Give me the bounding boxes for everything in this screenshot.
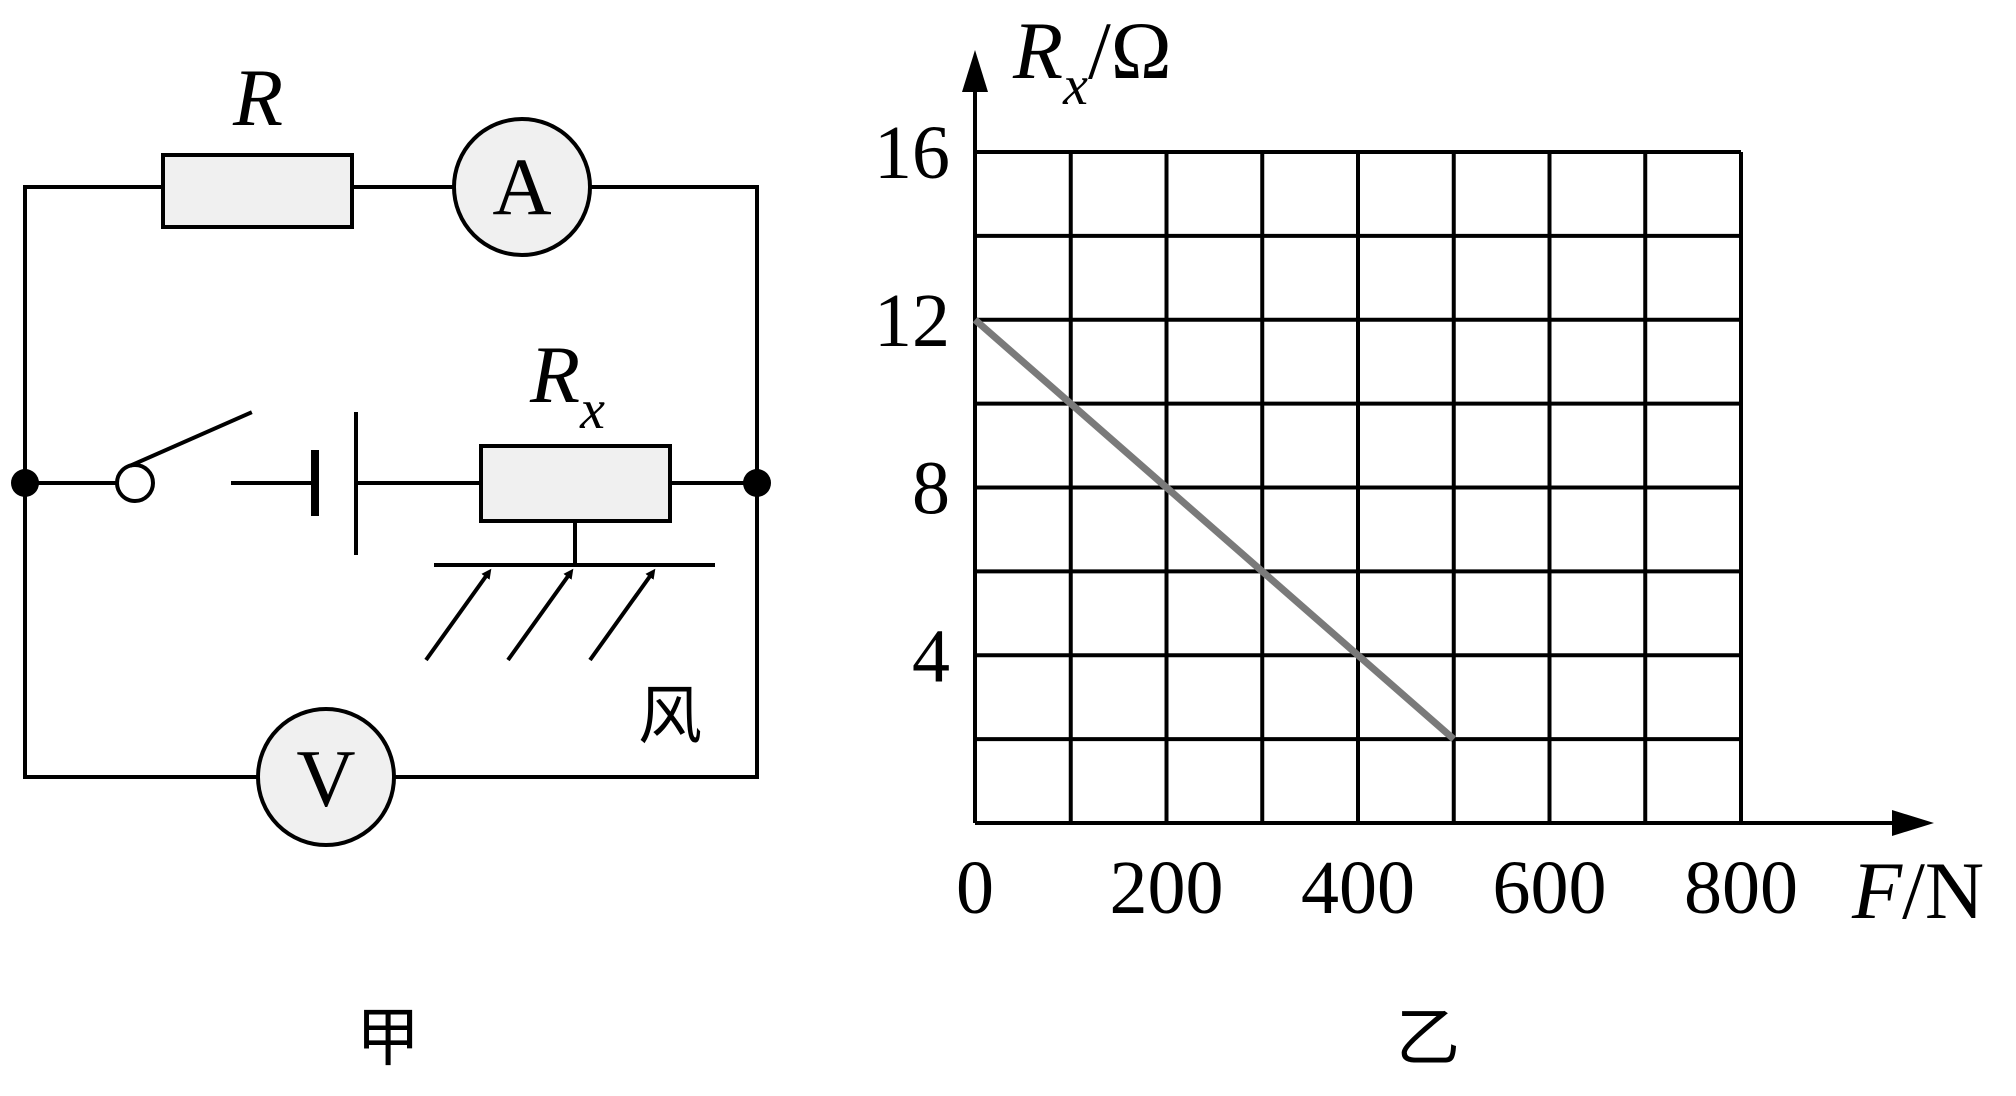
- x-tick-labels: 200 400 600 800: [1110, 846, 1799, 930]
- wind-arrow-1: [424, 568, 492, 662]
- y-tick-label: 4: [912, 614, 950, 698]
- wind-arrow-3: [588, 568, 656, 662]
- y-axis-label-unit: /Ω: [1088, 5, 1172, 96]
- circuit-diagram: R A Rx 风 V 甲: [11, 52, 771, 1076]
- sensor-rx-label-sub: x: [579, 379, 605, 441]
- y-axis-label: Rx/Ω: [1012, 5, 1172, 117]
- ammeter-label: A: [492, 141, 551, 232]
- sensor-rx-label-main: R: [529, 329, 580, 420]
- x-tick-label: 400: [1301, 846, 1415, 930]
- wind-label: 风: [638, 680, 702, 754]
- y-axis-label-sub: x: [1062, 55, 1088, 117]
- y-axis-arrow: [962, 50, 988, 92]
- x-axis-label: F/N: [1851, 845, 1984, 936]
- voltmeter-label: V: [296, 733, 355, 824]
- x-tick-label: 800: [1684, 846, 1798, 930]
- ammeter: [452, 117, 592, 257]
- resistor-r-label: R: [232, 52, 283, 143]
- x-axis-label-unit: /N: [1902, 845, 1984, 936]
- sensor-rx-label: Rx: [529, 329, 605, 441]
- sensor-resistor-rx: [479, 444, 672, 523]
- graph-caption: 乙: [1396, 1002, 1460, 1076]
- voltmeter: [256, 707, 396, 847]
- y-tick-labels: 4 8 12 16: [874, 111, 950, 698]
- resistor-r: [161, 153, 354, 229]
- x-axis-label-main: F: [1851, 845, 1903, 936]
- y-axis-label-main: R: [1012, 5, 1063, 96]
- x-tick-label: 600: [1493, 846, 1607, 930]
- wind-arrow-2: [506, 568, 574, 662]
- switch-blade: [129, 410, 253, 468]
- series-layer: [972, 317, 1457, 742]
- x-axis-arrow: [1892, 810, 1934, 836]
- origin-label: 0: [956, 846, 994, 930]
- graph: 0 200 400 600 800 4 8 12 16 Rx/Ω F/N 乙: [874, 5, 1984, 1076]
- y-tick-label: 8: [912, 447, 950, 531]
- y-tick-label: 12: [874, 279, 950, 363]
- y-tick-label: 16: [874, 111, 950, 195]
- series-line-1: [972, 317, 1457, 742]
- switch-pivot: [115, 463, 155, 503]
- x-tick-label: 200: [1110, 846, 1224, 930]
- circuit-caption: 甲: [356, 1002, 420, 1076]
- grid-lines: [975, 150, 1743, 823]
